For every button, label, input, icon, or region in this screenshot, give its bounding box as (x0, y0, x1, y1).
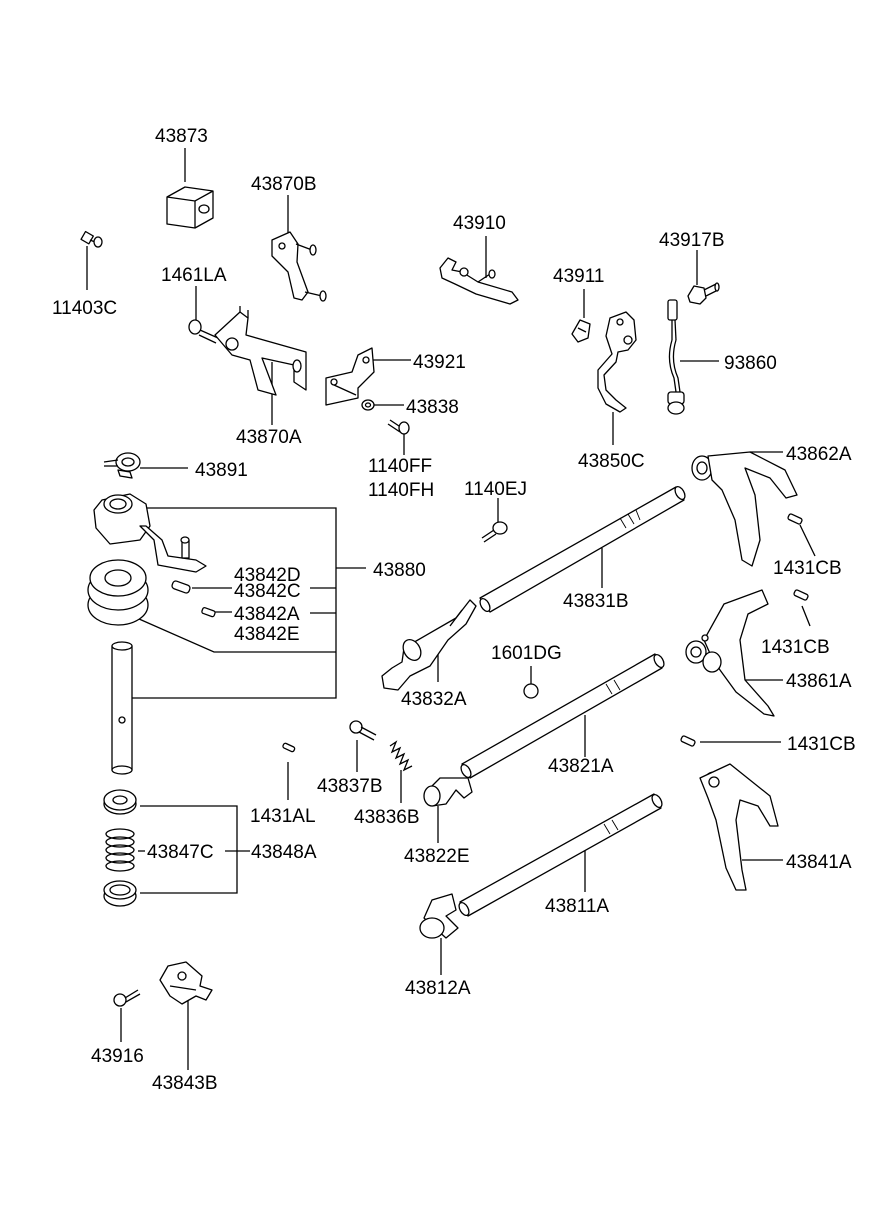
part-43822E-lug (423, 777, 473, 807)
part-43843B-bracket (159, 961, 213, 1005)
label-43842A: 43842A (234, 604, 300, 625)
label-11403C: 11403C (52, 298, 117, 319)
part-43910-lever (439, 257, 519, 305)
part-43873-block (166, 186, 214, 229)
label-43848A: 43848A (251, 842, 317, 863)
label-43911: 43911 (553, 266, 604, 287)
part-1140FF-bolt (387, 419, 410, 435)
part-43848A-cup-bottom (103, 880, 137, 907)
label-43811A: 43811A (545, 896, 609, 917)
label-43916: 43916 (91, 1046, 144, 1067)
label-1461LA: 1461LA (161, 265, 227, 286)
label-43841A: 43841A (786, 852, 852, 873)
part-93860-sensor (667, 299, 685, 415)
part-43850C-lever (597, 311, 637, 413)
part-43870B-bracket (271, 231, 327, 302)
label-1140FH: 1140FH (368, 480, 434, 501)
part-43911-clip (571, 319, 591, 343)
part-43837B-bolt (349, 720, 377, 741)
part-labels: 43873 43870B 11403C 1461LA 43870A 43910 … (52, 126, 856, 1094)
part-43848A-cup-top (103, 789, 137, 815)
label-43862A: 43862A (786, 444, 852, 465)
label-93860: 93860 (724, 353, 777, 374)
label-43880: 43880 (373, 560, 426, 581)
label-43842D: 43842D (234, 565, 301, 586)
label-1431CB-3: 1431CB (787, 734, 856, 755)
part-43891-clamp (103, 452, 141, 479)
part-43831B-rod (479, 485, 686, 613)
part-43916-bolt (113, 989, 141, 1007)
leader-lines (86, 148, 816, 1070)
part-43842C-pin (171, 580, 191, 594)
label-1431CB-2: 1431CB (761, 637, 830, 658)
part-43842A-pin (201, 607, 216, 618)
label-43921: 43921 (413, 352, 466, 373)
part-43838-nut (361, 399, 375, 411)
label-43822E: 43822E (404, 846, 470, 867)
part-1431AL-pin (282, 742, 296, 753)
label-43843B: 43843B (152, 1073, 218, 1094)
label-1140FF: 1140FF (368, 456, 432, 477)
label-43821A: 43821A (548, 756, 614, 777)
label-1601DG: 1601DG (491, 643, 562, 664)
label-43832A: 43832A (401, 689, 467, 710)
label-43870B: 43870B (251, 174, 317, 195)
label-43891: 43891 (195, 460, 248, 481)
label-1431CB-1: 1431CB (773, 558, 842, 579)
part-1601DG-ball (523, 683, 539, 699)
part-43880-collar (87, 559, 149, 626)
label-43838: 43838 (406, 397, 459, 418)
part-43812A-lug (419, 893, 459, 939)
part-43880-shaft (111, 641, 133, 775)
part-43862A-fork (691, 451, 798, 567)
label-43831B: 43831B (563, 591, 629, 612)
part-1431CB-pin-1 (787, 513, 803, 525)
label-43861A: 43861A (786, 671, 852, 692)
part-1140EJ-bolt (481, 521, 508, 543)
part-43811A-rod (458, 793, 663, 917)
label-43842E: 43842E (234, 624, 300, 645)
part-1431CB-pin-3 (680, 735, 696, 747)
label-43812A: 43812A (405, 978, 471, 999)
label-43870A: 43870A (236, 427, 302, 448)
label-43873: 43873 (155, 126, 208, 147)
label-43910: 43910 (453, 213, 506, 234)
part-43821A-rod (460, 653, 665, 779)
part-43880-selector (93, 493, 207, 573)
label-1140EJ: 1140EJ (464, 479, 527, 500)
part-43917B-bolt (687, 282, 720, 305)
label-43917B: 43917B (659, 230, 725, 251)
part-43836B-spring (389, 740, 413, 772)
part-43841A-fork (699, 763, 779, 891)
label-43842C: 43842C (234, 581, 301, 602)
part-43921-bracket (325, 347, 375, 406)
label-43850C: 43850C (578, 451, 645, 472)
part-43847C-spring (105, 828, 135, 872)
label-43847C: 43847C (147, 842, 214, 863)
part-43832A-lug (381, 599, 477, 691)
part-43861A-fork (685, 589, 775, 717)
label-43836B: 43836B (354, 807, 420, 828)
part-1431CB-pin-2 (793, 589, 809, 601)
label-1431AL: 1431AL (250, 806, 316, 827)
label-43837B: 43837B (317, 776, 383, 797)
part-43870A-bracket (188, 306, 307, 396)
part-11403C-bolt (80, 230, 103, 248)
